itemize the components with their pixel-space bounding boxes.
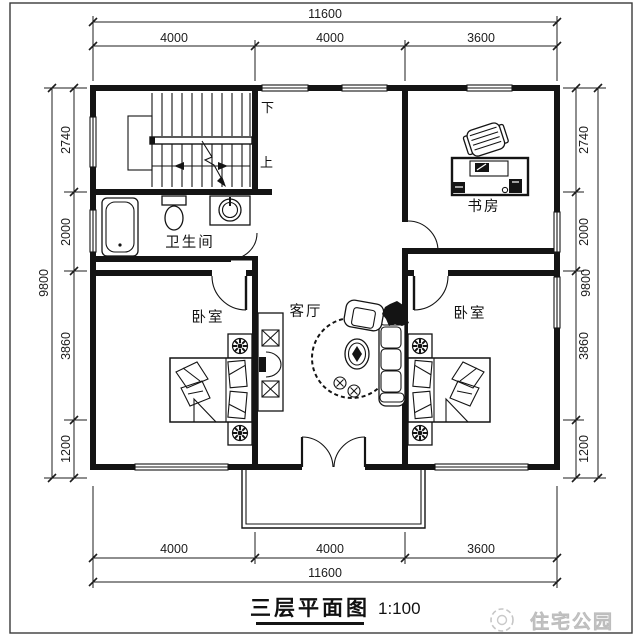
dim-top-seg3: 3600 [467, 31, 495, 45]
dim-left-seg3: 3860 [59, 332, 73, 360]
floor-cushion [347, 384, 361, 398]
balcony-double-door [300, 436, 367, 468]
office-chair [462, 122, 509, 157]
bedroom-right: 卧室 [407, 305, 491, 446]
double-bed [407, 357, 491, 423]
dim-bottom-seg1: 4000 [160, 542, 188, 556]
dim-right-overall: 9800 [579, 269, 593, 297]
desk [450, 156, 530, 197]
floor-cushion [333, 376, 347, 390]
exterior-walls [90, 85, 560, 470]
stair-down-label: 下 [261, 100, 274, 115]
bathroom: 卫生间 [101, 195, 251, 257]
dim-right-seg1: 2740 [577, 126, 591, 154]
title-underline [256, 622, 364, 625]
bedroom-left: 卧室 [169, 309, 253, 446]
study-door [407, 220, 440, 253]
doors [211, 220, 449, 468]
double-bed [169, 357, 253, 423]
dim-bottom-seg3: 3600 [467, 542, 495, 556]
dim-top-seg2: 4000 [316, 31, 344, 45]
drawing-scale: 1:100 [378, 599, 421, 618]
quilt [449, 361, 485, 407]
toilet [161, 195, 187, 231]
bathroom-label: 卫生间 [165, 234, 215, 251]
dim-top-seg1: 4000 [160, 31, 188, 45]
windows [89, 84, 561, 471]
window-top-1 [261, 84, 309, 92]
dim-right-seg2: 2000 [577, 218, 591, 246]
watermark: 住宅公园 [490, 608, 614, 633]
dim-bottom-seg2: 4000 [316, 542, 344, 556]
window-top-2 [341, 84, 388, 92]
blanket-fold [193, 397, 218, 423]
lamp-icon [231, 424, 249, 442]
dim-top-overall: 11600 [308, 7, 342, 21]
dimension-lines: 11600 4000 4000 3600 9800 2740 2000 3860… [37, 7, 606, 588]
coffee-table [344, 338, 370, 370]
stair-up-label: 上 [260, 155, 273, 170]
stair-direction-line [201, 140, 225, 184]
window-right-1 [553, 211, 561, 253]
armchair [343, 299, 385, 332]
living-room-label: 客厅 [290, 303, 323, 320]
window-left-1 [89, 116, 97, 168]
bedroom-right-door [412, 275, 449, 311]
living-room: 客厅 [257, 299, 409, 412]
window-right-2 [553, 276, 561, 329]
potted-plant [382, 301, 409, 326]
dim-left-seg4: 1200 [59, 435, 73, 463]
interior-walls [90, 85, 560, 470]
window-top-3 [466, 84, 513, 92]
bedroom-left-label: 卧室 [192, 309, 225, 326]
bathroom-door [230, 232, 258, 261]
blanket-fold [445, 397, 470, 423]
lamp-icon [231, 337, 249, 355]
watermark-text: 住宅公园 [530, 610, 614, 633]
dim-right-seg3: 3860 [577, 332, 591, 360]
window-left-2 [89, 209, 97, 253]
title-block: 三层平面图 1:100 [250, 597, 421, 625]
dim-right-seg4: 1200 [577, 435, 591, 463]
study-label: 书房 [468, 198, 501, 215]
quilt [175, 361, 211, 407]
drawing-title: 三层平面图 [250, 597, 370, 620]
lamp-icon [411, 337, 429, 355]
sofa [378, 313, 406, 407]
watermark-logo-icon [490, 608, 514, 632]
lamp-icon [411, 424, 429, 442]
washbasin [209, 195, 251, 226]
image-border [9, 2, 633, 634]
stair-handrail [149, 136, 253, 145]
tv-cabinet [257, 312, 284, 412]
balcony-railing [241, 470, 426, 529]
window-bottom-left [134, 463, 229, 471]
staircase: 下 上 [127, 93, 274, 187]
dim-left-overall: 9800 [37, 269, 51, 297]
dim-left-seg1: 2740 [59, 126, 73, 154]
dim-bottom-overall: 11600 [308, 566, 342, 580]
bathtub [101, 197, 139, 257]
window-bottom-right [434, 463, 529, 471]
study: 书房 [450, 122, 530, 215]
bedroom-left-door [211, 275, 248, 311]
bedroom-right-label: 卧室 [454, 305, 487, 322]
dim-left-seg2: 2000 [59, 218, 73, 246]
